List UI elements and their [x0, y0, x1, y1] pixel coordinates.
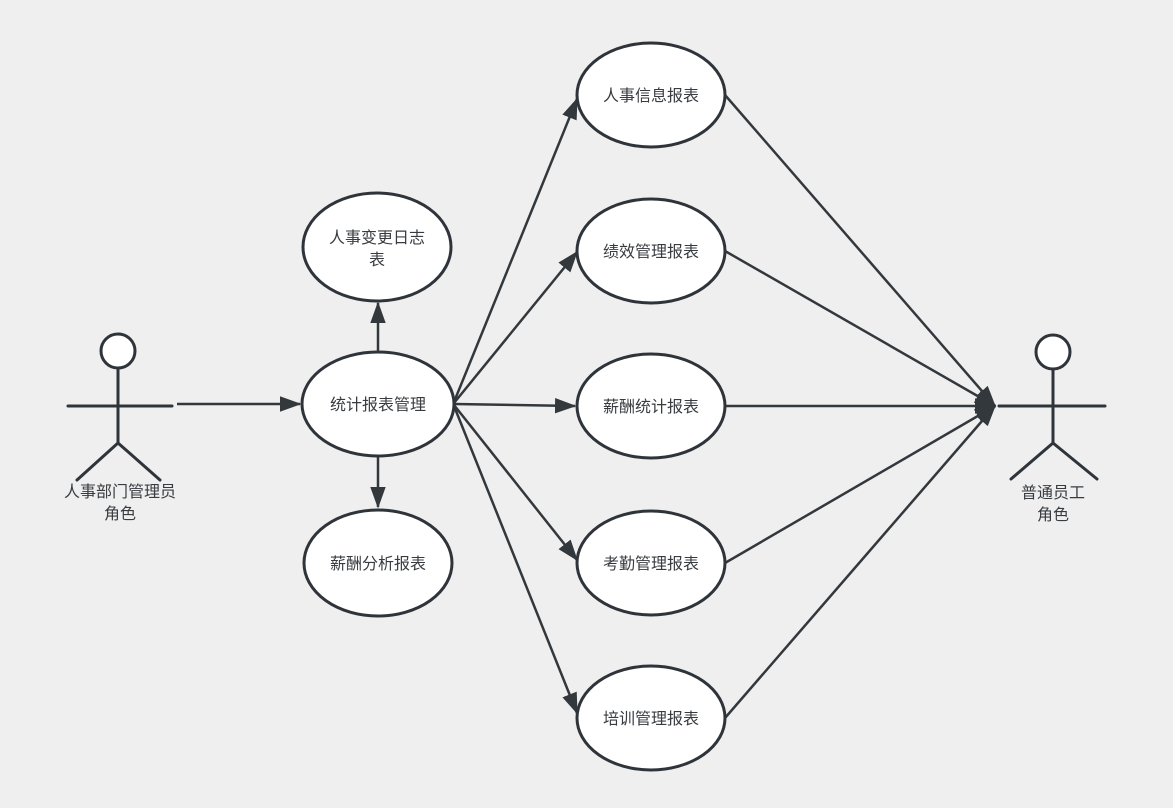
actor-employee-head	[1034, 333, 1072, 371]
edges	[177, 94, 997, 719]
actor-employee-right-leg	[1051, 441, 1099, 481]
usecase-label-salary-stats: 薪酬统计报表	[603, 398, 699, 416]
edge-center-to-attendance[interactable]	[453, 404, 578, 562]
actor-hr-admin-label-line1: 人事部门管理员	[64, 483, 176, 501]
usecase-label-performance: 绩效管理报表	[603, 243, 699, 261]
actor-hr-admin[interactable]: 人事部门管理员 角色	[64, 332, 176, 523]
usecase-label-attendance: 考勤管理报表	[603, 555, 699, 573]
usecase-label-changelog-line1: 人事变更日志	[329, 229, 425, 247]
usecase-label-center: 统计报表管理	[330, 396, 426, 414]
usecase-node-salary-analysis[interactable]: 薪酬分析报表	[302, 508, 454, 618]
usecase-label-training: 培训管理报表	[603, 710, 699, 728]
actor-employee-label-line1: 普通员工	[1021, 484, 1085, 502]
edge-training-to-employee[interactable]	[724, 404, 996, 719]
actor-employee-label-line2: 角色	[1037, 506, 1069, 524]
edge-attendance-to-employee[interactable]	[724, 404, 997, 565]
actor-employee[interactable]: 普通员工 角色	[997, 333, 1107, 524]
edge-center-to-hr-info[interactable]	[452, 97, 579, 403]
usecase-label-salary-analysis: 薪酬分析报表	[330, 555, 426, 573]
usecase-nodes: 人事变更日志 表 统计报表管理 薪酬分析报表 人事信息报表 绩效管理报表 薪酬统…	[300, 41, 727, 772]
actor-hr-admin-left-leg	[75, 441, 120, 482]
usecase-node-center[interactable]: 统计报表管理	[300, 350, 456, 458]
usecase-node-training[interactable]: 培训管理报表	[575, 664, 727, 772]
actor-hr-admin-label-line2: 角色	[104, 505, 136, 523]
edge-center-to-salary-stats[interactable]	[453, 397, 577, 414]
usecase-node-attendance[interactable]: 考勤管理报表	[575, 509, 727, 617]
edge-center-to-performance[interactable]	[453, 250, 578, 404]
usecase-node-changelog[interactable]: 人事变更日志 表	[301, 191, 453, 303]
usecase-node-performance[interactable]: 绩效管理报表	[575, 197, 727, 305]
usecase-label-hr-info: 人事信息报表	[603, 87, 699, 105]
edge-hr-info-to-employee[interactable]	[724, 94, 996, 408]
edge-performance-to-employee[interactable]	[724, 249, 997, 408]
actor-hr-admin-head	[99, 332, 137, 370]
usecase-node-hr-info[interactable]: 人事信息报表	[575, 41, 727, 149]
usecase-node-salary-stats[interactable]: 薪酬统计报表	[575, 352, 727, 460]
edge-center-to-training[interactable]	[452, 405, 579, 715]
actor-hr-admin-right-leg	[116, 441, 162, 482]
usecase-label-changelog-line2: 表	[369, 251, 385, 269]
actor-employee-left-leg	[1009, 441, 1055, 481]
